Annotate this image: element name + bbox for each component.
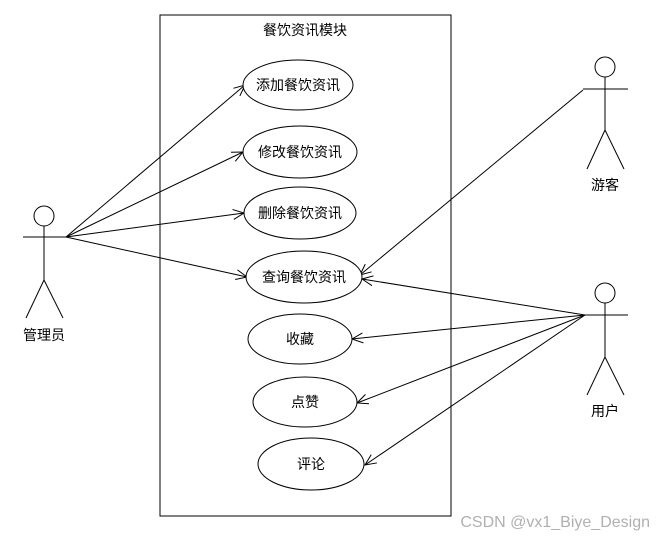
user-associations: [352, 279, 586, 465]
system-title: 餐饮资讯模块: [263, 23, 347, 39]
assoc-user-like: [357, 314, 586, 403]
use-case-label: 删除餐饮资讯: [258, 206, 342, 222]
use-case-ellipse: [252, 376, 358, 428]
use-case-ellipse: [243, 186, 357, 240]
actor-user[interactable]: [583, 282, 628, 396]
use-case-label: 评论: [297, 457, 325, 473]
assoc-user-comment: [365, 314, 586, 465]
admin-associations: [65, 85, 247, 277]
use-case-ellipse: [242, 125, 358, 179]
actor-left-leg: [586, 356, 606, 396]
use-case-favorite[interactable]: 收藏: [247, 313, 353, 365]
watermark-text: CSDN @vx1_Biye_Design: [460, 514, 650, 531]
use-case-ellipse: [257, 437, 365, 491]
actor-admin[interactable]: [23, 205, 66, 319]
use-case-delete[interactable]: 删除餐饮资讯: [243, 186, 357, 240]
assoc-admin-edit: [65, 152, 243, 238]
actor-user-label: 用户: [591, 403, 619, 420]
assoc-visitor-query: [360, 89, 584, 275]
use-case-ellipse: [245, 250, 363, 304]
assoc-user-favorite: [352, 314, 586, 339]
use-case-query[interactable]: 查询餐饮资讯: [245, 250, 363, 304]
use-case-ellipse: [247, 313, 353, 365]
actor-left-leg: [586, 129, 606, 170]
use-case-label: 查询餐饮资讯: [262, 270, 346, 286]
actor-right-leg: [43, 279, 64, 319]
assoc-admin-query: [65, 236, 247, 277]
actor-admin-label: 管理员: [23, 328, 65, 344]
system-boundary: [159, 14, 452, 517]
actor-visitor-label: 游客: [591, 177, 619, 194]
actor-head-icon: [594, 282, 616, 304]
use-case-like[interactable]: 点赞: [252, 376, 358, 428]
assoc-user-query: [362, 279, 586, 316]
use-case-label: 点赞: [291, 395, 319, 411]
actor-head-icon: [594, 56, 616, 78]
actor-right-leg: [604, 356, 625, 396]
use-case-add[interactable]: 添加餐饮资讯: [242, 59, 354, 111]
use-case-label: 修改餐饮资讯: [258, 145, 342, 161]
use-case-edit[interactable]: 修改餐饮资讯: [242, 125, 358, 179]
use-case-label: 收藏: [286, 332, 314, 348]
actor-right-leg: [604, 129, 625, 170]
actor-visitor[interactable]: [583, 56, 628, 170]
assoc-admin-delete: [65, 213, 244, 238]
use-case-comment[interactable]: 评论: [257, 437, 365, 491]
use-case-label: 添加餐饮资讯: [256, 78, 340, 94]
actor-left-leg: [25, 279, 45, 319]
actor-head-icon: [33, 205, 55, 227]
use-case-ellipse: [242, 59, 354, 111]
visitor-associations: [360, 89, 584, 275]
assoc-admin-add: [65, 85, 245, 238]
